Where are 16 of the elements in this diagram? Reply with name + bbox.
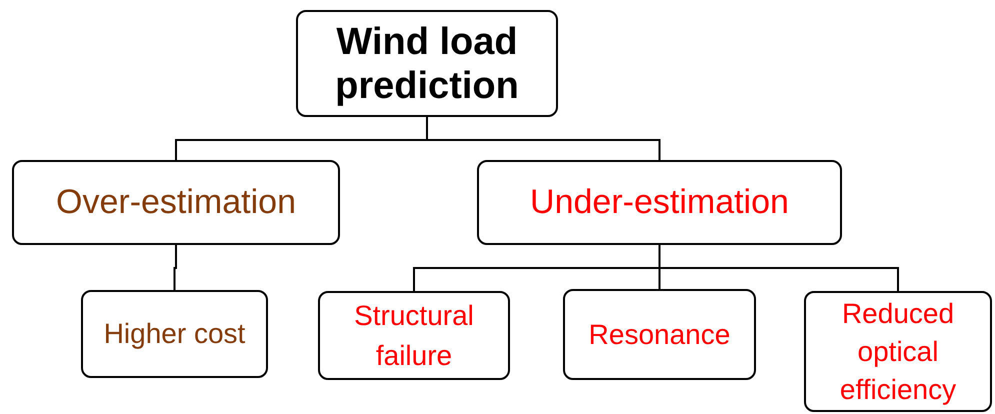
box-label: Reduced optical efficiency — [838, 296, 958, 407]
process-box — [563, 289, 756, 380]
box-label: Structural failure — [353, 298, 475, 372]
box-label: Under-estimation — [530, 182, 789, 223]
process-box — [296, 10, 558, 117]
process-box — [81, 290, 268, 378]
process-box — [318, 291, 510, 380]
process-box — [12, 160, 340, 245]
box-label: Over-estimation — [56, 182, 296, 223]
box-label: Wind load prediction — [334, 20, 520, 108]
connector-line — [426, 117, 660, 160]
process-box — [804, 291, 992, 412]
connector-line — [174, 245, 177, 290]
box-label: Higher cost — [104, 317, 246, 351]
box-label: Resonance — [588, 318, 730, 352]
process-box — [477, 160, 842, 245]
